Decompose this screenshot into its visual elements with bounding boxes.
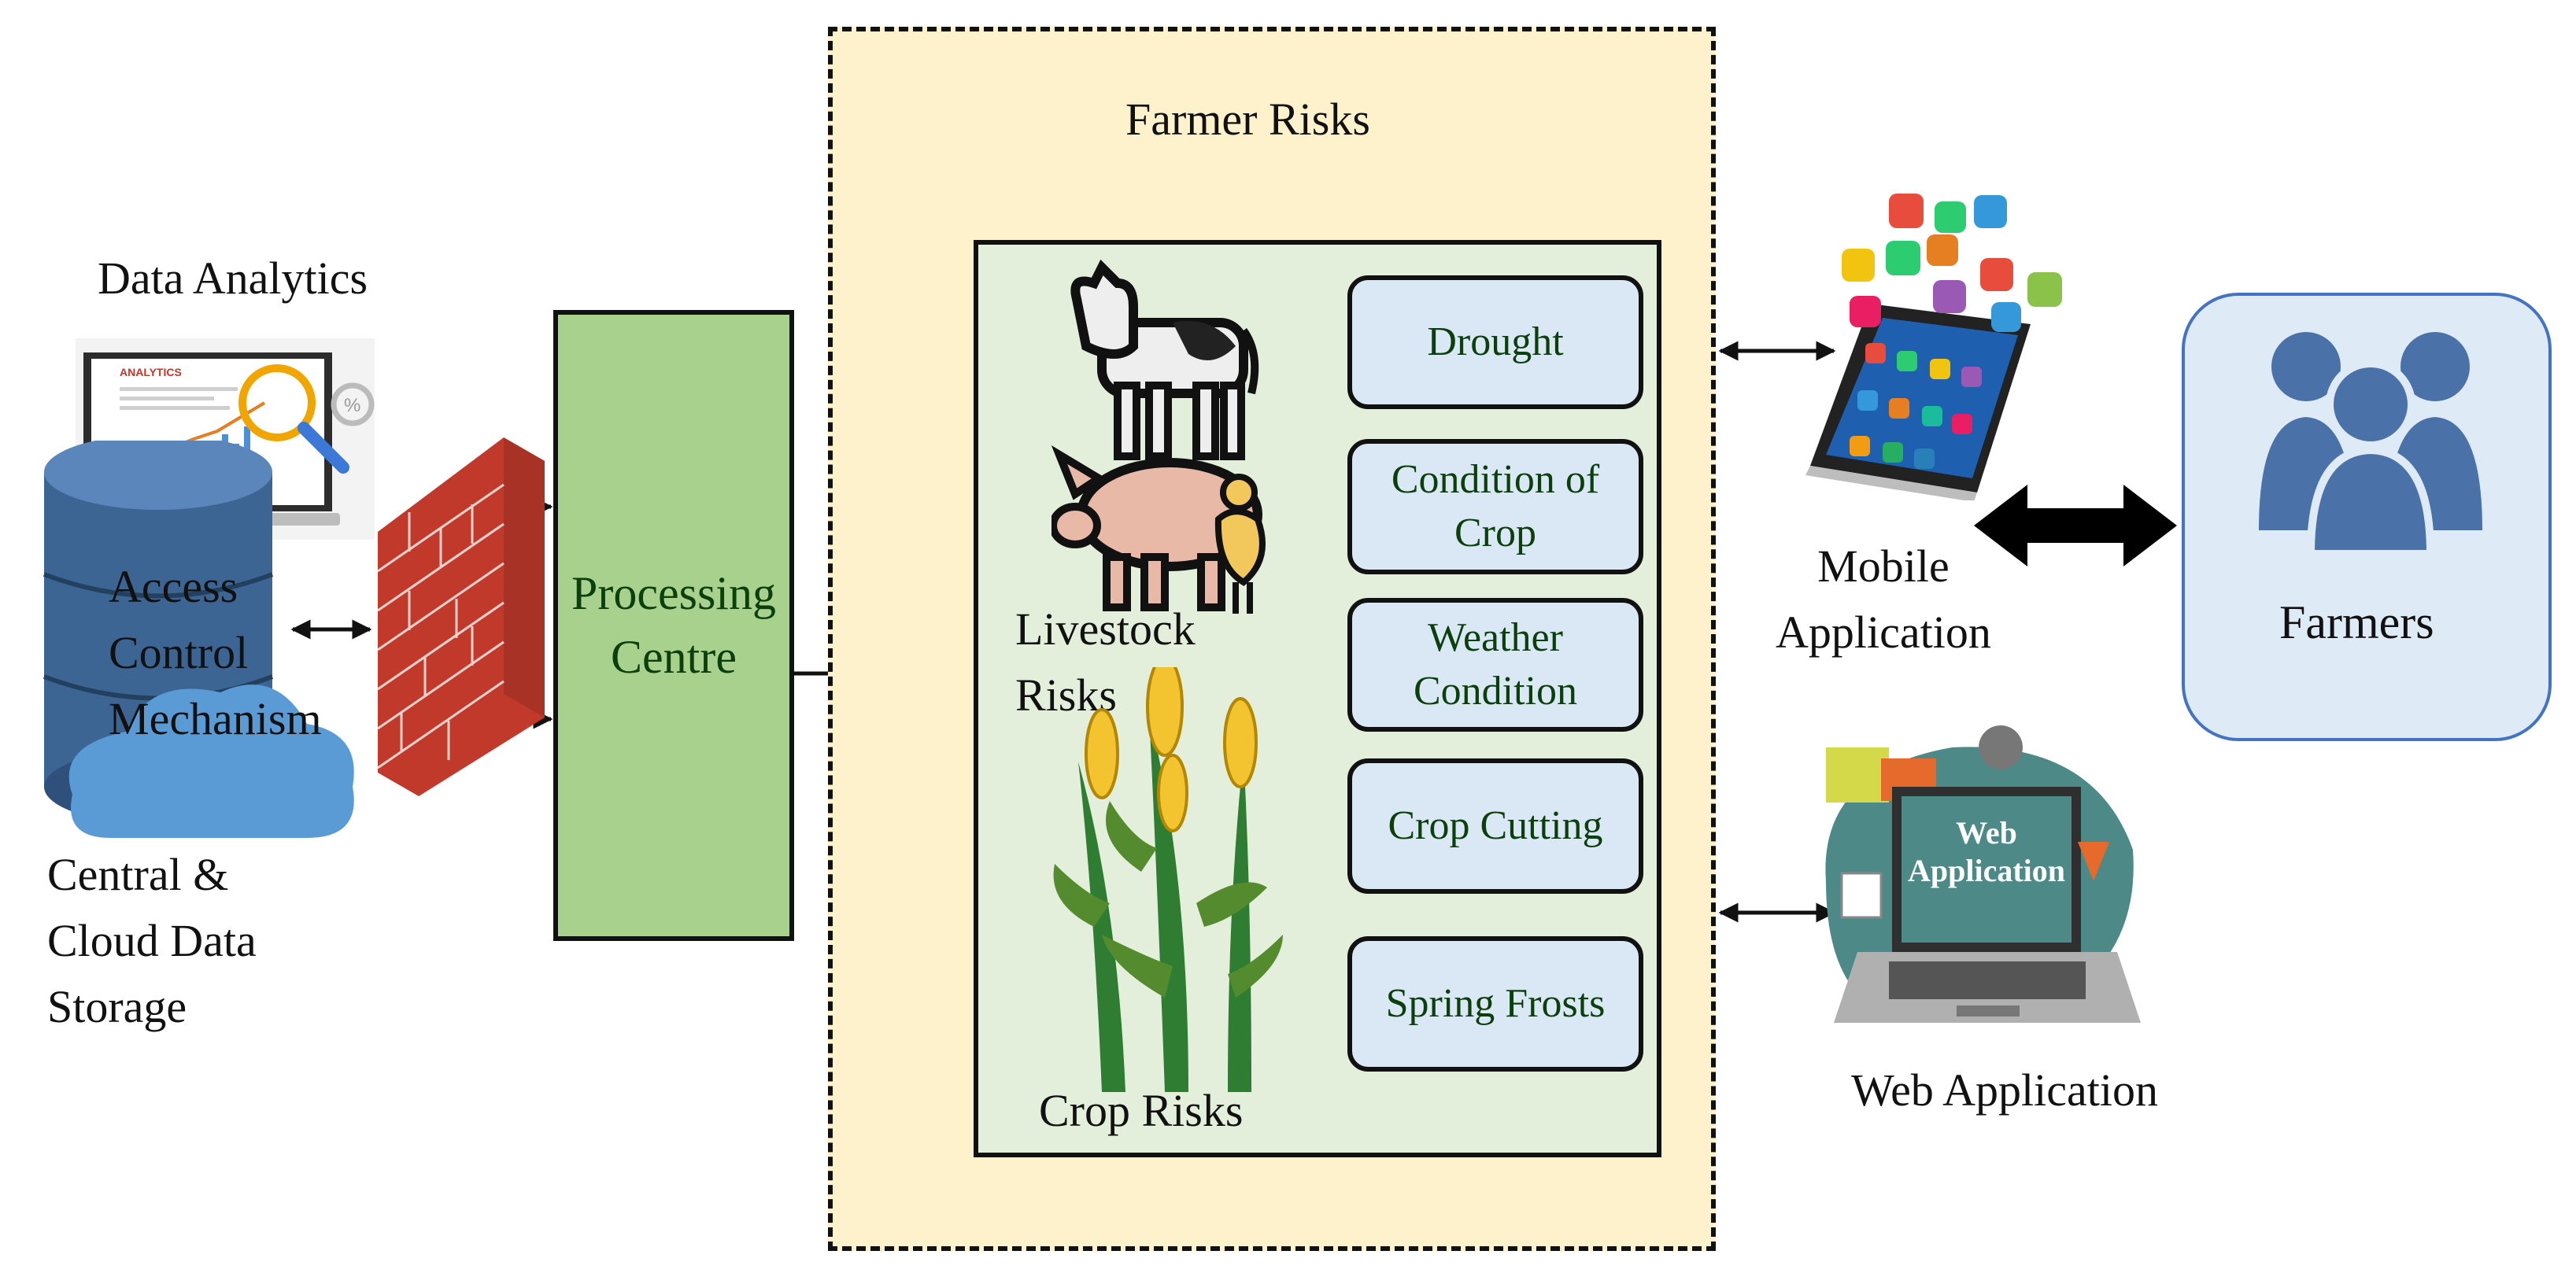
risk-crop-cutting-label: Crop Cutting [1388, 803, 1603, 849]
risk-spring-frosts-label: Spring Frosts [1385, 981, 1606, 1027]
database-cloud-icon [43, 441, 354, 838]
risk-weather-condition-label: Weather Condition [1413, 615, 1578, 714]
cow-icon [1070, 259, 1259, 460]
risk-weather-condition: Weather Condition [1347, 598, 1643, 732]
web-screen-text-line1: Web [1956, 815, 2017, 850]
corn-icon [1053, 667, 1283, 1092]
storage-label: Central & Cloud Data Storage [47, 849, 257, 1033]
crop-risks-label: Crop Risks [1039, 1085, 1244, 1136]
web-application-label: Web Application [1851, 1064, 2158, 1116]
farmer-risks-title: Farmer Risks [1125, 94, 1370, 145]
data-analytics-label: Data Analytics [98, 253, 368, 304]
risk-spring-frosts: Spring Frosts [1347, 936, 1643, 1072]
pig-icon [1051, 445, 1262, 611]
smartphone-apps-icon [1805, 194, 2062, 500]
farmers-label: Farmers [2279, 596, 2434, 648]
risk-drought: Drought [1347, 275, 1643, 409]
mobile-application-label: Mobile Application [1776, 541, 1991, 659]
processing-centre-label: Processing Centre [571, 567, 776, 683]
chicken-icon [1214, 474, 1266, 614]
risk-condition-of-crop: Condition of Crop [1347, 439, 1643, 574]
risk-crop-cutting: Crop Cutting [1347, 758, 1643, 894]
web-screen-text-line2: Application [1908, 853, 2065, 888]
farmers-group-icon [2259, 332, 2482, 554]
processing-centre-box: Processing Centre [553, 310, 794, 941]
firewall-icon [378, 437, 545, 796]
risk-condition-of-crop-label: Condition of Crop [1391, 457, 1600, 555]
percent-glyph: % [344, 395, 360, 416]
risk-drought-label: Drought [1427, 319, 1564, 365]
web-application-laptop-icon: Web Application [1825, 725, 2141, 1023]
analytics-screen-title: ANALYTICS [120, 366, 182, 378]
mobile-farmers-thick-arrow [1974, 485, 2177, 566]
access-control-label: Access Control Mechanism [109, 561, 322, 745]
livestock-risks-label: Livestock Risks [1015, 603, 1196, 721]
